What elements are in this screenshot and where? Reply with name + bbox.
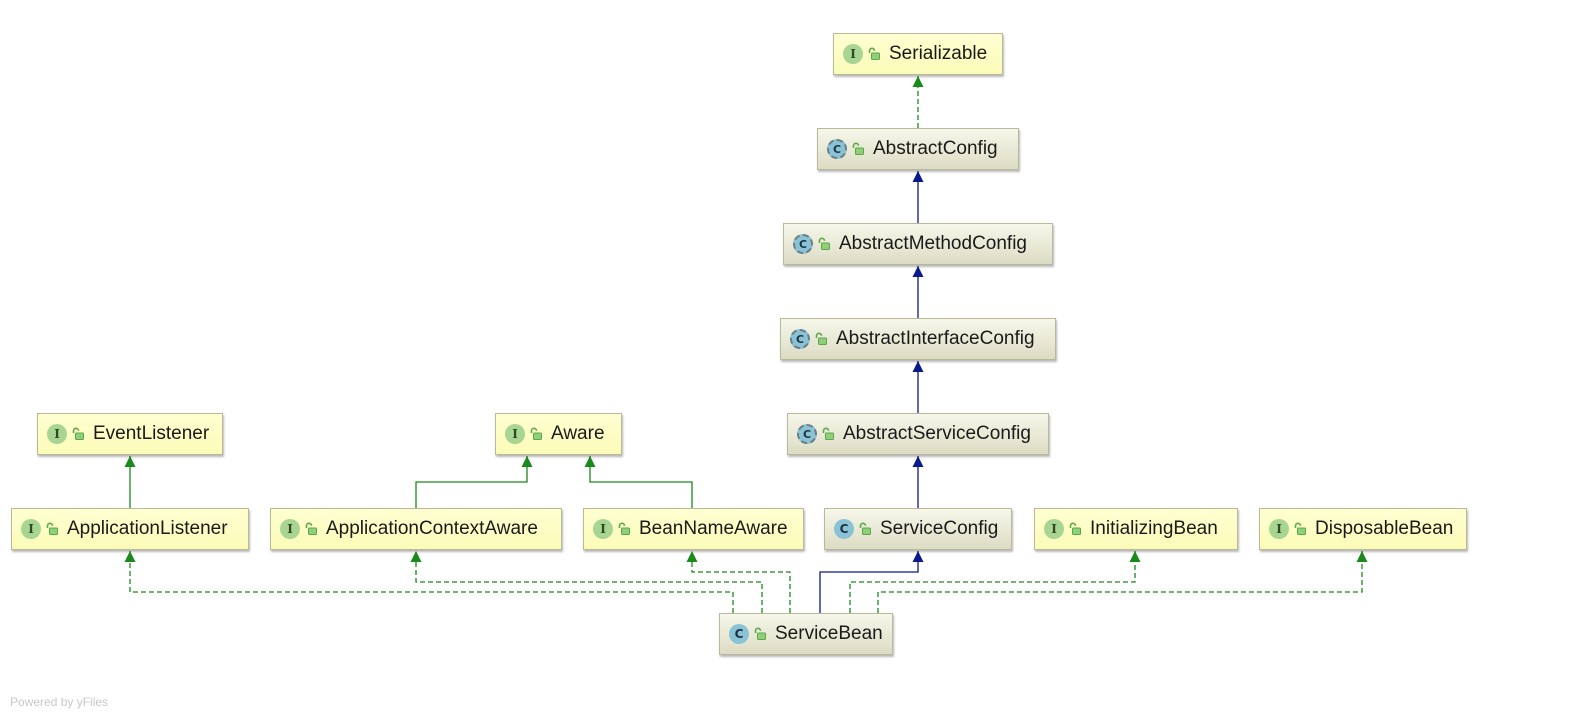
- node-disposablebean[interactable]: I DisposableBean: [1259, 508, 1467, 550]
- edge-beannameaware-to-aware: [584, 456, 693, 508]
- node-label: Aware: [551, 423, 605, 444]
- edge-line: [415, 456, 528, 508]
- interface-icon: I: [1269, 519, 1289, 539]
- interface-icon: I: [1044, 519, 1064, 539]
- abstract-class-icon: C: [797, 424, 817, 444]
- edge-line: [589, 456, 693, 508]
- node-label: ApplicationListener: [67, 518, 228, 539]
- powered-by-footer: Powered by yFiles: [10, 695, 109, 709]
- arrowhead-icon: [912, 76, 924, 87]
- class-icon: C: [729, 624, 749, 644]
- node-label: ServiceConfig: [880, 518, 999, 539]
- edge-servicebean-to-beannameaware: [686, 551, 791, 613]
- edge-abstractconfig-to-serializable: [912, 76, 924, 128]
- node-serviceconfig[interactable]: C ServiceConfig: [824, 508, 1012, 550]
- interface-icon: I: [280, 519, 300, 539]
- edge-applicationcontextaware-to-aware: [415, 456, 533, 508]
- interface-icon: I: [593, 519, 613, 539]
- public-access-icon: [1294, 522, 1306, 535]
- node-label: AbstractMethodConfig: [839, 233, 1027, 254]
- arrowhead-icon: [912, 171, 924, 182]
- edge-line: [415, 551, 763, 613]
- class-icon: C: [834, 519, 854, 539]
- public-access-icon: [868, 47, 880, 60]
- abstract-class-icon: C: [793, 234, 813, 254]
- public-access-icon: [46, 522, 58, 535]
- edge-servicebean-to-applicationcontextaware: [410, 551, 763, 613]
- node-abstractmethodconfig[interactable]: C AbstractMethodConfig: [783, 223, 1053, 265]
- public-access-icon: [1069, 522, 1081, 535]
- edge-servicebean-to-disposablebean: [877, 551, 1368, 613]
- public-access-icon: [822, 427, 834, 440]
- node-label: InitializingBean: [1090, 518, 1218, 539]
- node-label: AbstractConfig: [873, 138, 998, 159]
- public-access-icon: [859, 522, 871, 535]
- edge-abstractmethodconfig-to-abstractconfig: [912, 171, 924, 223]
- public-access-icon: [305, 522, 317, 535]
- edge-line: [129, 551, 734, 613]
- public-access-icon: [754, 627, 766, 640]
- node-applicationcontextaware[interactable]: I ApplicationContextAware: [270, 508, 562, 550]
- edge-applicationlistener-to-eventlistener: [124, 456, 136, 508]
- arrowhead-icon: [686, 551, 698, 562]
- edges-layer: [124, 76, 1368, 613]
- public-access-icon: [852, 142, 864, 155]
- arrowhead-icon: [124, 551, 136, 562]
- interface-icon: I: [47, 424, 67, 444]
- node-label: AbstractServiceConfig: [843, 423, 1031, 444]
- abstract-class-icon: C: [790, 329, 810, 349]
- edge-abstractserviceconfig-to-abstractinterfaceconfig: [912, 361, 924, 413]
- public-access-icon: [530, 427, 542, 440]
- node-eventlistener[interactable]: I EventListener: [37, 413, 223, 455]
- interface-icon: I: [21, 519, 41, 539]
- arrowhead-icon: [1356, 551, 1368, 562]
- interface-icon: I: [843, 44, 863, 64]
- public-access-icon: [72, 427, 84, 440]
- edge-abstractinterfaceconfig-to-abstractmethodconfig: [912, 266, 924, 318]
- node-abstractserviceconfig[interactable]: C AbstractServiceConfig: [787, 413, 1049, 455]
- node-label: AbstractInterfaceConfig: [836, 328, 1035, 349]
- node-label: EventListener: [93, 423, 210, 444]
- node-initializingbean[interactable]: I InitializingBean: [1034, 508, 1238, 550]
- node-label: BeanNameAware: [639, 518, 788, 539]
- node-applicationlistener[interactable]: I ApplicationListener: [11, 508, 249, 550]
- node-label: ServiceBean: [775, 623, 883, 644]
- abstract-class-icon: C: [827, 139, 847, 159]
- public-access-icon: [618, 522, 630, 535]
- edge-line: [877, 551, 1363, 613]
- arrowhead-icon: [584, 456, 596, 467]
- edge-serviceconfig-to-abstractserviceconfig: [912, 456, 924, 508]
- public-access-icon: [815, 332, 827, 345]
- node-serializable[interactable]: I Serializable: [833, 33, 1003, 75]
- interface-icon: I: [505, 424, 525, 444]
- arrowhead-icon: [912, 456, 924, 467]
- node-abstractconfig[interactable]: C AbstractConfig: [817, 128, 1019, 170]
- edge-line: [849, 551, 1136, 613]
- edge-servicebean-to-initializingbean: [849, 551, 1141, 613]
- arrowhead-icon: [410, 551, 422, 562]
- node-abstractinterfaceconfig[interactable]: C AbstractInterfaceConfig: [780, 318, 1056, 360]
- node-label: DisposableBean: [1315, 518, 1454, 539]
- node-aware[interactable]: I Aware: [495, 413, 622, 455]
- arrowhead-icon: [521, 456, 533, 467]
- arrowhead-icon: [912, 361, 924, 372]
- node-label: ApplicationContextAware: [326, 518, 538, 539]
- arrowhead-icon: [912, 551, 924, 562]
- edge-servicebean-to-applicationlistener: [124, 551, 734, 613]
- arrowhead-icon: [912, 266, 924, 277]
- arrowhead-icon: [124, 456, 136, 467]
- arrowhead-icon: [1129, 551, 1141, 562]
- edge-servicebean-to-serviceconfig: [819, 551, 924, 613]
- public-access-icon: [818, 237, 830, 250]
- edge-line: [691, 551, 791, 613]
- node-label: Serializable: [889, 43, 988, 64]
- node-servicebean[interactable]: C ServiceBean: [719, 613, 893, 655]
- node-beannameaware[interactable]: I BeanNameAware: [583, 508, 804, 550]
